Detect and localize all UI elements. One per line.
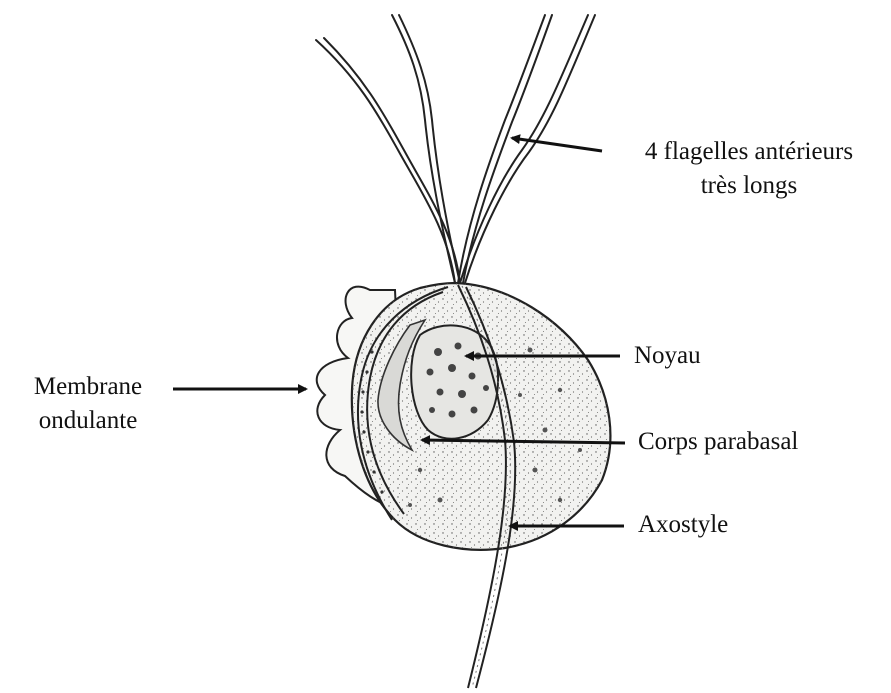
nucleus-label: Noyau [634, 339, 701, 373]
undulating-membrane-label: Membrane ondulante [4, 370, 172, 438]
flagella-label-line2: très longs [610, 169, 888, 203]
parabasal-body-label: Corps parabasal [638, 425, 798, 459]
membrane-label-line1: Membrane [4, 370, 172, 404]
flagella [316, 15, 595, 283]
membrane-label-line2: ondulante [4, 404, 172, 438]
flagella-label-line1: 4 flagelles antérieurs [610, 135, 888, 169]
nucleus [411, 325, 498, 438]
flagella-label: 4 flagelles antérieurs très longs [610, 135, 888, 203]
axostyle-label: Axostyle [638, 508, 728, 542]
